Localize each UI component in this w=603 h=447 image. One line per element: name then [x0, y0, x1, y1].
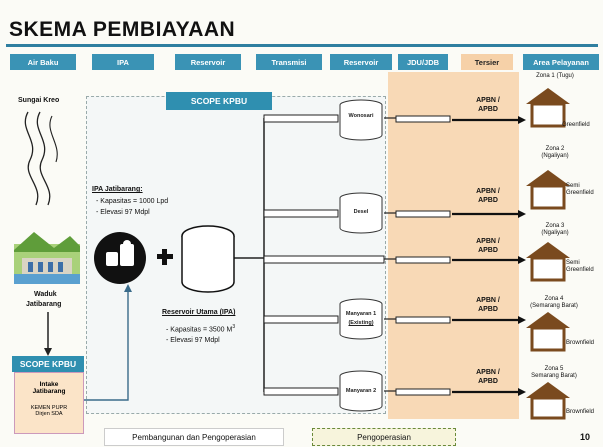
- tank-shape-1: [339, 99, 383, 141]
- zone-3-title: Zona 3: [545, 223, 565, 229]
- header-tersier: Tersier: [461, 54, 513, 70]
- zone-4-name: Zona 4(Semarang Barat): [521, 296, 587, 310]
- zone-3-type: Semi Greenfield: [566, 260, 594, 274]
- reservoir-main-capacity-unit: 3: [232, 324, 236, 330]
- tank-label-4: Manyaran 2: [345, 388, 377, 394]
- zone-1-type: Greenfield: [562, 122, 590, 128]
- intake-line2: Jatibarang: [32, 388, 66, 395]
- header-area-pelayanan: Area Pelayanan: [523, 54, 599, 70]
- ipa-capacity: - Kapasitas = 1000 Lpd: [96, 198, 169, 205]
- funding-5-line2: APBD: [478, 377, 498, 385]
- house-icon-3: [526, 242, 570, 282]
- funding-1-line1: APBN /: [476, 97, 500, 104]
- funding-5-line1: APBN /: [476, 369, 500, 376]
- title-divider: [6, 44, 598, 47]
- reservoir-main-capacity: - Kapasitas = 3500 M3: [166, 324, 235, 333]
- funding-2-line2: APBD: [478, 196, 498, 204]
- funding-label-3: APBN /APBD: [468, 238, 508, 256]
- house-icon-5: [526, 382, 570, 420]
- tank-label-1: Wonosari: [348, 113, 374, 119]
- tersier-column-bg: [388, 72, 519, 419]
- slide-title: SKEMA PEMBIAYAAN: [9, 18, 236, 41]
- intake-owner-1: KEMEN PUPR: [30, 405, 68, 411]
- funding-label-4: APBN /APBD: [468, 297, 508, 315]
- funding-4-line2: APBD: [478, 305, 498, 313]
- header-reservoir-2: Reservoir: [330, 54, 392, 70]
- page-number: 10: [580, 432, 591, 442]
- zone-3-name: Zona 3(Ngaliyan): [524, 223, 586, 237]
- waduk-label-1: Waduk: [34, 291, 57, 298]
- source-river-label: Sungai Kreo: [18, 97, 60, 104]
- funding-3-line1: APBN /: [476, 238, 500, 245]
- funding-2-line1: APBN /: [476, 188, 500, 195]
- intake-line1: Intake: [39, 381, 59, 388]
- tank-label-2: Desel: [353, 209, 369, 215]
- funding-4-line1: APBN /: [476, 297, 500, 304]
- funding-label-1: APBN /APBD: [468, 97, 508, 115]
- intake-box: Intake Jatibarang KEMEN PUPR Dirjen SDA: [14, 372, 84, 434]
- reservoir-main-title: Reservoir Utama (IPA): [162, 309, 236, 316]
- reservoir-tank-1: Wonosari: [338, 99, 384, 141]
- zone-4-title: Zona 4: [544, 296, 564, 302]
- tank-shape-4: [339, 370, 383, 412]
- zone-2-name: Zona 2(Ngaliyan): [524, 146, 586, 160]
- reservoir-main-capacity-text: - Kapasitas = 3500 M: [166, 326, 233, 334]
- tank-note-3: (Existing): [348, 320, 374, 326]
- zone-4-type: Brownfield: [566, 340, 595, 346]
- zone-2-title: Zona 2: [545, 146, 565, 152]
- header-air-baku: Air Baku: [10, 54, 76, 70]
- zone-2-sub: (Ngaliyan): [541, 152, 569, 159]
- scope-kpbu-left: SCOPE KPBU: [12, 356, 84, 372]
- house-icon-2: [526, 170, 570, 210]
- zone-5-type: Brownfield: [566, 409, 595, 415]
- intake-owner-2: Dirjen SDA: [35, 411, 63, 417]
- header-jdu-jdb: JDU/JDB: [398, 54, 448, 70]
- reservoir-main-elevation: - Elevasi 97 Mdpl: [166, 337, 220, 344]
- tank-shape-3: [339, 298, 383, 340]
- reservoir-tank-4: Manyaran 2: [338, 370, 384, 412]
- funding-label-5: APBN /APBD: [468, 369, 508, 387]
- tank-shape-2: [339, 192, 383, 234]
- funding-3-line2: APBD: [478, 246, 498, 254]
- ipa-title: IPA Jatibarang:: [92, 186, 143, 193]
- header-transmisi: Transmisi: [256, 54, 322, 70]
- ipa-elevation: - Elevasi 97 Mdpl: [96, 209, 150, 216]
- zone-1-name: Zona 1 (Tugu): [536, 73, 574, 79]
- header-ipa: IPA: [92, 54, 154, 70]
- reservoir-tank-3: Manyaran 1 (Existing): [338, 298, 384, 340]
- footer-construction-ops: Pembangunan dan Pengoperasian: [104, 428, 284, 446]
- zone-2-type: Semi Greenfield: [566, 183, 594, 197]
- waduk-label-2: Jatibarang: [26, 301, 62, 308]
- tank-label-3: Manyaran 1: [345, 311, 377, 317]
- footer-operations: Pengoperasian: [312, 428, 456, 446]
- house-icon-1: [526, 88, 570, 128]
- reservoir-tank-2: Desel: [338, 192, 384, 234]
- house-icon-4: [526, 312, 570, 352]
- zone-3-sub: (Ngaliyan): [541, 229, 569, 236]
- funding-label-2: APBN /APBD: [468, 188, 508, 206]
- zone-5-title: Zona 5: [544, 366, 564, 372]
- zone-5-sub: Semarang Barat): [531, 372, 577, 379]
- zone-4-sub: (Semarang Barat): [530, 302, 578, 309]
- scope-kpbu-main: SCOPE KPBU: [166, 92, 272, 110]
- funding-1-line2: APBD: [478, 105, 498, 113]
- header-reservoir-1: Reservoir: [175, 54, 241, 70]
